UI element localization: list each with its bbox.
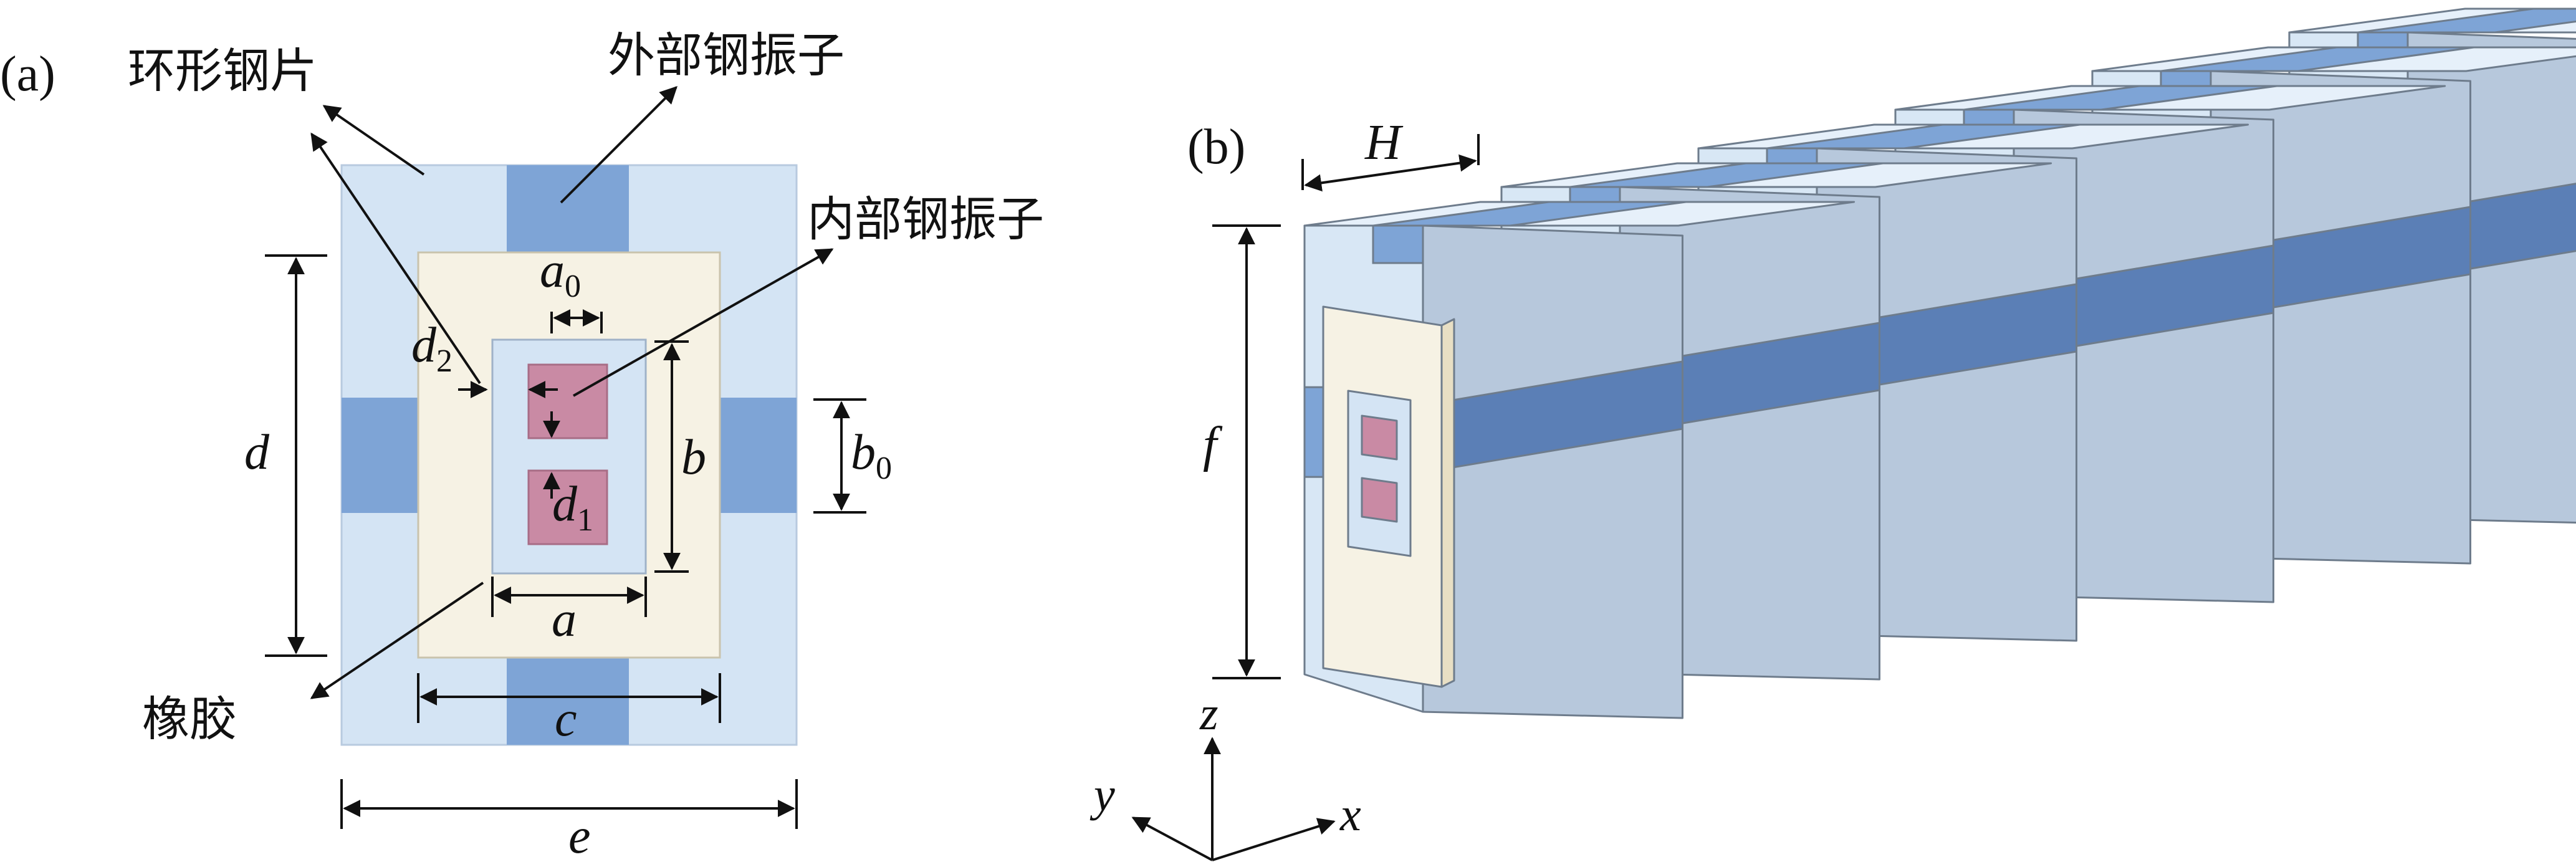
cell-top-vibrator xyxy=(1963,85,2278,111)
cell-top-vibrator xyxy=(2160,46,2475,72)
panel-a-tag: (a) xyxy=(0,47,55,102)
dim-H: H xyxy=(1301,115,1480,192)
leader-inner-vibrator xyxy=(573,248,834,397)
leader-ring-steel-1 xyxy=(322,105,425,176)
axis-x-label: x xyxy=(1339,788,1361,841)
leader-rubber xyxy=(310,582,484,699)
cell-top-vibrator xyxy=(2357,7,2576,34)
cell-front-vibrator-top xyxy=(1372,224,1424,264)
leader-ring-steel-2 xyxy=(310,132,481,385)
dim-a: a xyxy=(491,577,647,647)
axis-y xyxy=(1131,817,1213,861)
leader-outer-vibrator xyxy=(560,86,678,204)
front-rubber-edge xyxy=(1440,318,1455,688)
dim-e: e xyxy=(340,779,798,862)
dim-d-label: d xyxy=(244,425,270,480)
panel-a: (a) d e xyxy=(0,27,1044,862)
outer-vibrator-left xyxy=(342,398,418,513)
outer-vibrator-top xyxy=(507,165,629,252)
inner-vibrator-top xyxy=(527,363,608,439)
dim-b0: b0 xyxy=(813,398,892,514)
front-inner-ring xyxy=(1347,390,1412,557)
front-inner-mass-bottom xyxy=(1361,477,1398,523)
label-outer-vibrator: 外部钢振子 xyxy=(608,27,845,83)
dim-a-label: a xyxy=(552,592,577,647)
dim-c-label: c xyxy=(555,692,577,747)
cell-side-face xyxy=(1422,224,1683,719)
cell-top-vibrator xyxy=(1766,123,2081,150)
label-ring-steel: 环形钢片 xyxy=(128,43,317,98)
panel-b-tag: (b) xyxy=(1187,120,1245,175)
coordinate-axes: z x y xyxy=(1089,687,1361,861)
dim-f-label: f xyxy=(1203,418,1223,472)
dim-a0-label: a0 xyxy=(540,243,581,304)
cell-top-vibrator xyxy=(1569,162,1884,188)
dim-d: d xyxy=(244,254,327,657)
label-rubber: 橡胶 xyxy=(142,691,237,747)
dim-e-label: e xyxy=(568,809,591,862)
dim-a0: a0 xyxy=(540,243,603,333)
dim-d1-label: d1 xyxy=(552,477,593,538)
dim-b0-label: b0 xyxy=(851,425,892,486)
front-inner-mass-top xyxy=(1361,414,1398,461)
panel-b: (b) H f z x y xyxy=(1089,7,2576,861)
outer-vibrator-right xyxy=(720,398,797,513)
dim-d2: d2 xyxy=(411,318,558,398)
axis-z-label: z xyxy=(1199,687,1219,740)
dim-d1: d1 xyxy=(543,411,593,538)
dim-f: f xyxy=(1203,224,1281,679)
inner-vibrator-bottom xyxy=(527,469,608,545)
axis-x xyxy=(1212,818,1336,861)
dim-b-label: b xyxy=(681,430,706,485)
cell-top-vibrator xyxy=(1372,201,1687,227)
metamaterial-chain xyxy=(1303,7,2576,719)
dim-H-label: H xyxy=(1364,115,1404,170)
dim-d2-label: d2 xyxy=(411,318,452,379)
axis-y-label: y xyxy=(1089,769,1115,821)
label-inner-vibrator: 内部钢振子 xyxy=(807,191,1044,247)
dim-c: c xyxy=(417,673,721,747)
